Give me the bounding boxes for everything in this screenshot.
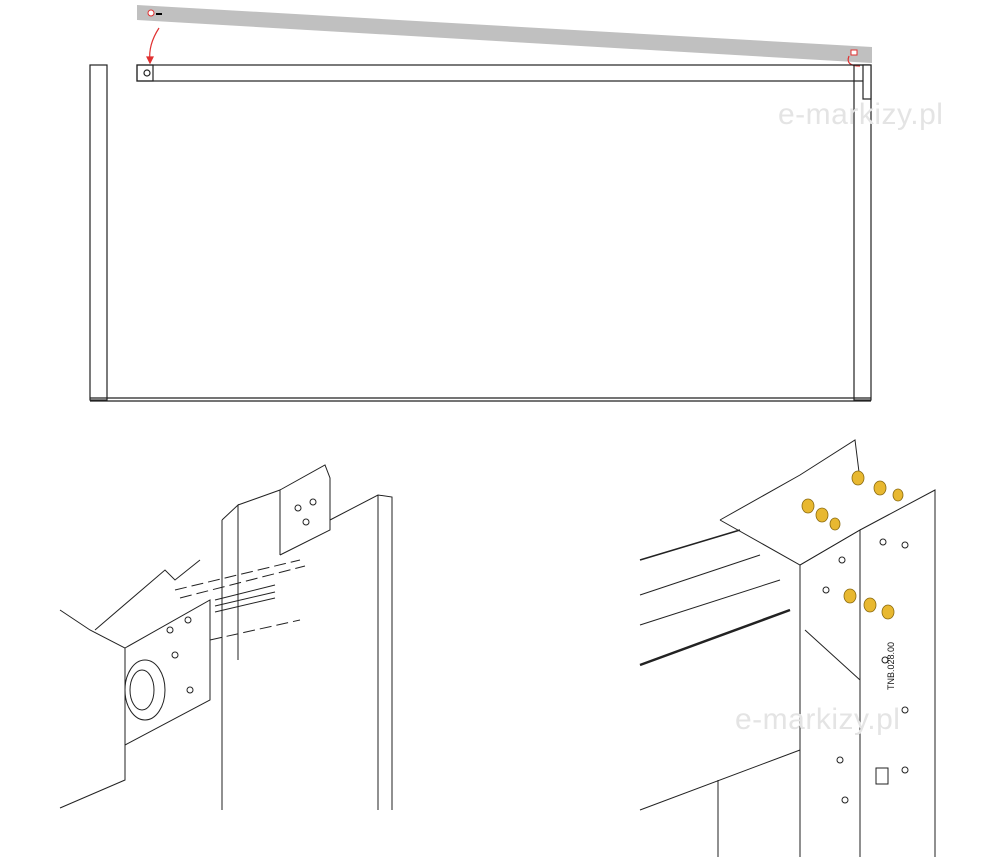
top-bar-being-installed [137,5,872,63]
install-arrows [146,27,861,67]
watermark: e-markizy.pl [778,98,944,131]
watermark: e-markizy.pl [735,703,901,736]
right-bracket-detail [639,439,936,857]
bolts [801,470,904,620]
screw-icon [147,9,155,17]
frame-front-view [89,64,872,402]
part-code-label: TNB.028.00 [886,641,896,690]
left-bracket-detail [59,464,393,810]
